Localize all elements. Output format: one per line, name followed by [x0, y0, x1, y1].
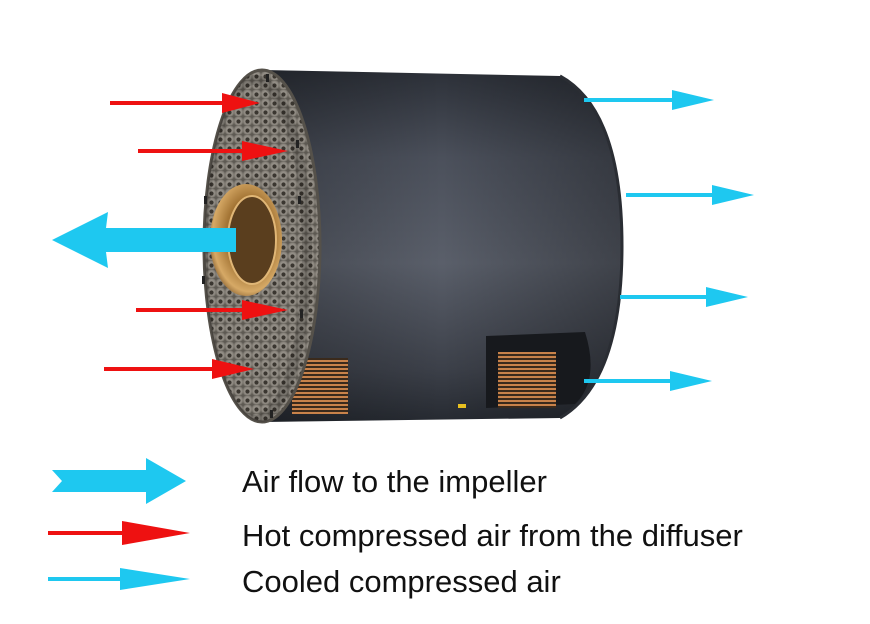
thick-cyan-double-arrow-icon	[52, 458, 186, 504]
hot-air-arrow	[110, 93, 260, 113]
impeller-airflow-arrow	[52, 212, 236, 268]
intercooler-drum	[202, 68, 624, 424]
red-arrow-icon	[48, 521, 190, 545]
cooled-air-arrow	[584, 371, 712, 391]
hot-air-arrows	[104, 93, 288, 379]
legend-label-impeller-airflow: Air flow to the impeller	[242, 464, 547, 499]
thin-cyan-arrow-icon	[48, 568, 190, 590]
hot-air-arrow	[104, 359, 254, 379]
rim-bolts	[202, 74, 303, 418]
hot-air-arrow	[138, 141, 288, 161]
legend-label-hot-air: Hot compressed air from the diffuser	[242, 518, 743, 553]
legend-label-cooled-air: Cooled compressed air	[242, 564, 561, 599]
cooled-air-arrow	[584, 90, 714, 110]
hot-air-arrow	[136, 300, 288, 320]
cooled-air-arrow	[626, 185, 754, 205]
copper-fins-right	[498, 352, 556, 408]
cooled-air-arrows	[584, 90, 754, 391]
cooled-air-arrow	[620, 287, 748, 307]
legend	[48, 458, 190, 590]
